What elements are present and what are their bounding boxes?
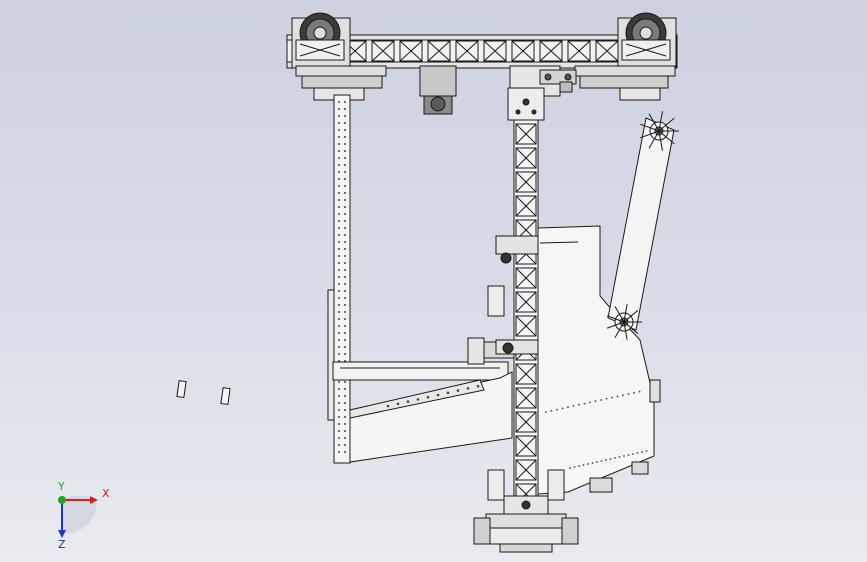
x-axis-label: X bbox=[102, 487, 110, 500]
y-axis-label: Y bbox=[57, 480, 65, 493]
inclined-boom bbox=[606, 111, 679, 340]
lower-left-hopper bbox=[349, 371, 513, 463]
loose-bracket-2 bbox=[220, 387, 231, 406]
z-axis-label: Z bbox=[58, 538, 66, 551]
right-wheel-assembly bbox=[574, 12, 677, 101]
top-gantry-beam bbox=[286, 34, 678, 69]
horizontal-arm bbox=[332, 337, 515, 381]
base-assembly bbox=[473, 469, 579, 553]
loose-bracket-1 bbox=[176, 380, 187, 399]
left-wheel-assembly bbox=[291, 12, 387, 101]
gear-motor bbox=[419, 65, 457, 115]
